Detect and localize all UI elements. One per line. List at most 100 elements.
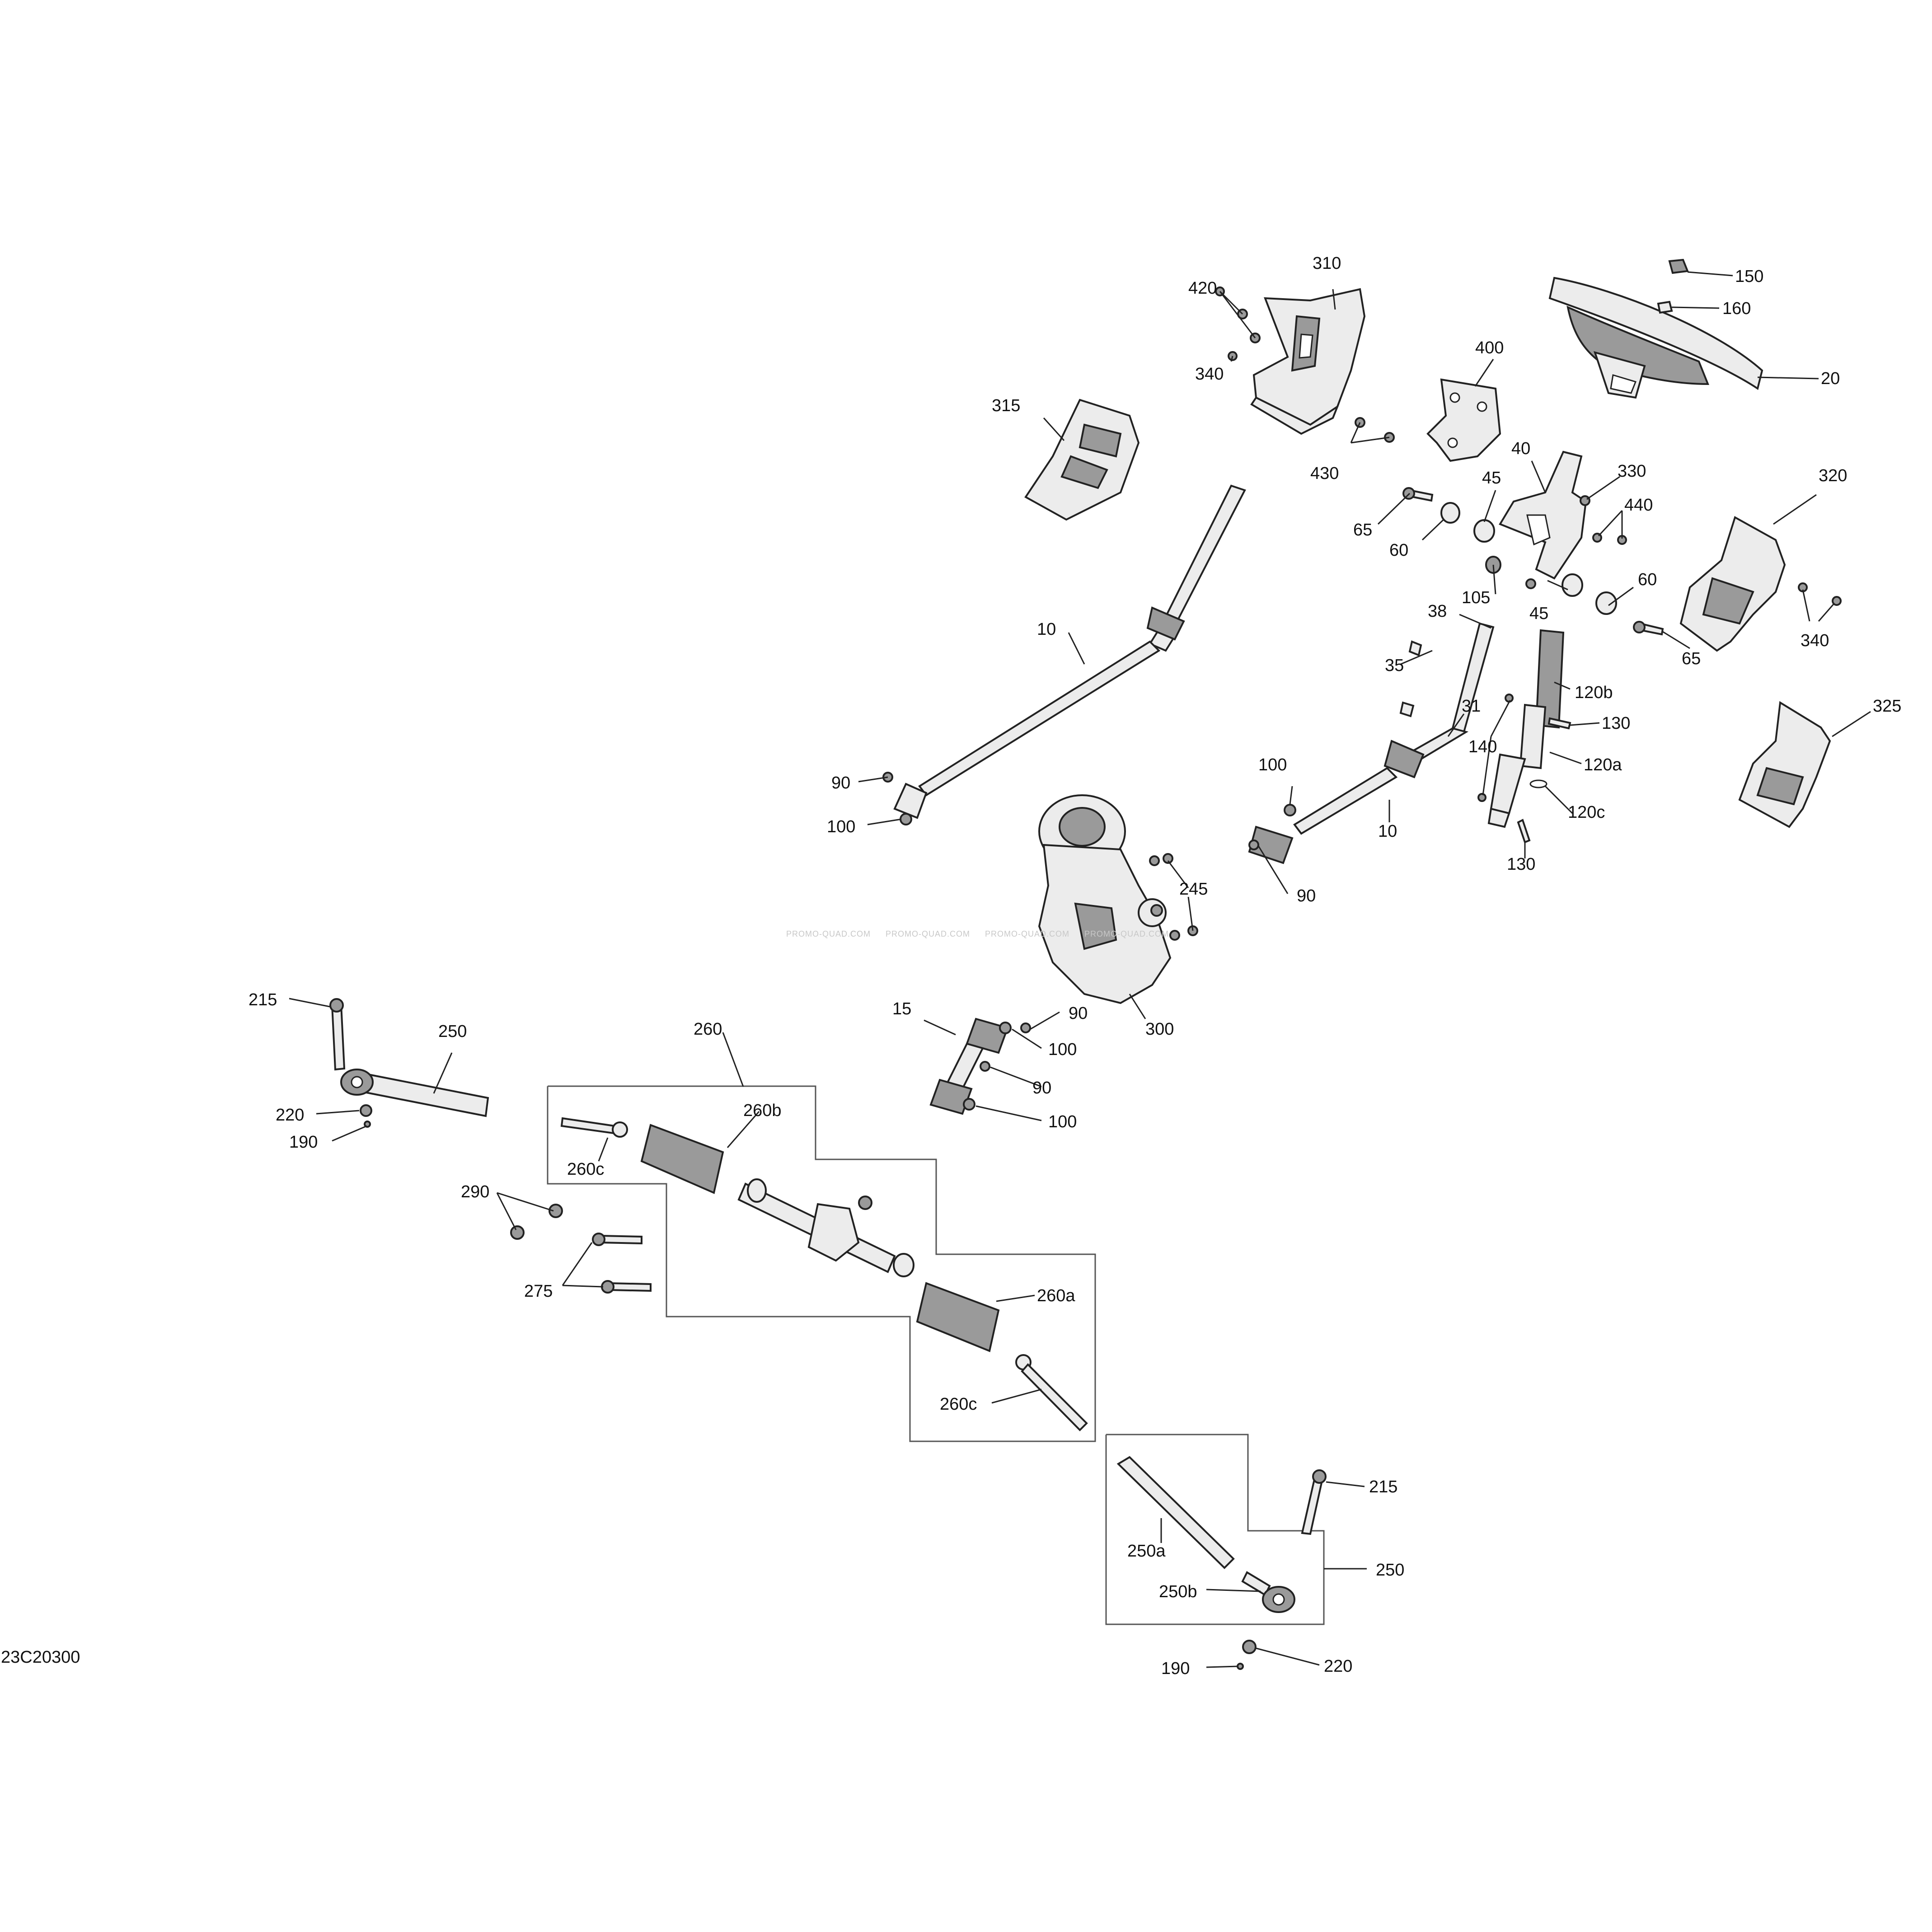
tie-rod-end-260c-lower xyxy=(1015,1354,1088,1431)
watermark-text: PROMO-QUAD.COM xyxy=(886,929,970,938)
screws-340-right xyxy=(1798,582,1842,606)
callout-260a: 260a xyxy=(1037,1286,1075,1305)
watermark-text: PROMO-QUAD.COM xyxy=(786,929,871,938)
callout-400: 400 xyxy=(1475,338,1504,357)
callout-90: 90 xyxy=(1069,1004,1088,1023)
screws-440 xyxy=(1592,533,1627,545)
intermediate-shaft xyxy=(929,1018,1009,1115)
callout-120a: 120a xyxy=(1584,755,1622,774)
boot-260b xyxy=(640,1124,724,1194)
callout-260c: 260c xyxy=(567,1160,604,1179)
callout-130: 130 xyxy=(1602,714,1630,733)
callout-100: 100 xyxy=(1258,755,1287,774)
callout-260: 260 xyxy=(694,1020,722,1039)
callout-60: 60 xyxy=(1638,570,1657,589)
callout-65: 65 xyxy=(1682,649,1701,668)
column-bracket xyxy=(1426,378,1501,462)
group-box-260 xyxy=(547,1085,1096,1442)
steering-shaft-middle xyxy=(1248,622,1495,864)
callout-245: 245 xyxy=(1179,880,1208,899)
screws-420 xyxy=(1215,286,1261,361)
callout-100: 100 xyxy=(827,817,855,836)
callout-130: 130 xyxy=(1507,855,1535,874)
upper-column-cover xyxy=(1250,288,1366,435)
callout-315: 315 xyxy=(992,396,1020,415)
clip-330 xyxy=(1580,495,1590,506)
callout-60: 60 xyxy=(1389,541,1408,560)
callout-15: 15 xyxy=(892,999,911,1018)
callout-20: 20 xyxy=(1821,369,1840,388)
callout-440: 440 xyxy=(1624,496,1653,515)
callout-300: 300 xyxy=(1145,1020,1174,1039)
leader-lines xyxy=(289,271,1871,1668)
callout-120c: 120c xyxy=(1568,803,1605,822)
group-box-250 xyxy=(1105,1434,1325,1625)
callout-35: 35 xyxy=(1385,656,1404,675)
watermark-text: PROMO-QUAD.COM xyxy=(985,929,1069,938)
callout-190: 190 xyxy=(289,1133,318,1152)
horn-button xyxy=(1668,258,1689,274)
side-cover-325 xyxy=(1738,701,1831,828)
callout-250a: 250a xyxy=(1127,1542,1166,1561)
callout-215: 215 xyxy=(249,990,277,1009)
callout-420: 420 xyxy=(1188,279,1217,298)
callout-340: 340 xyxy=(1801,631,1829,650)
callout-250: 250 xyxy=(438,1022,467,1041)
callout-190: 190 xyxy=(1161,1659,1190,1678)
callout-100: 100 xyxy=(1048,1112,1077,1131)
callout-430: 430 xyxy=(1310,464,1339,483)
callout-120b: 120b xyxy=(1575,683,1613,702)
callout-260b: 260b xyxy=(743,1101,782,1120)
callout-65: 65 xyxy=(1353,521,1372,539)
callout-100: 100 xyxy=(1048,1040,1077,1059)
callout-10: 10 xyxy=(1037,620,1056,639)
callout-31: 31 xyxy=(1462,697,1481,716)
callout-45: 45 xyxy=(1482,469,1501,488)
tilt-support xyxy=(1499,450,1587,580)
callout-140: 140 xyxy=(1468,737,1497,756)
steering-wheel-clip xyxy=(1657,300,1673,314)
callout-325: 325 xyxy=(1873,697,1901,716)
drawing-reference: 23C20300 xyxy=(1,1648,80,1667)
callout-90: 90 xyxy=(1032,1079,1051,1097)
tie-rod-left xyxy=(329,998,489,1128)
callout-340: 340 xyxy=(1195,365,1224,384)
callout-90: 90 xyxy=(831,774,850,792)
watermarks: PROMO-QUAD.COM PROMO-QUAD.COM PROMO-QUAD… xyxy=(786,929,1169,938)
nuts-430 xyxy=(1355,417,1395,443)
callout-10: 10 xyxy=(1378,822,1397,841)
callout-150: 150 xyxy=(1735,267,1763,286)
callout-215: 215 xyxy=(1369,1477,1397,1496)
tie-rod-end-260c-upper xyxy=(560,1117,628,1138)
callout-220: 220 xyxy=(276,1106,304,1125)
callouts: 150 160 20 310 420 340 400 315 430 40 45… xyxy=(249,254,1901,1678)
bolts-245 xyxy=(1149,853,1198,941)
bolts-275 xyxy=(592,1233,652,1294)
tilt-shock xyxy=(1477,629,1571,844)
boot-260a xyxy=(916,1282,1000,1352)
callout-250: 250 xyxy=(1376,1561,1404,1580)
callout-250b: 250b xyxy=(1159,1582,1197,1601)
lower-column-cover xyxy=(1024,399,1140,521)
callout-310: 310 xyxy=(1313,254,1341,273)
callout-160: 160 xyxy=(1722,299,1751,318)
steering-shaft-upper xyxy=(893,484,1246,819)
callout-320: 320 xyxy=(1819,466,1847,485)
callout-220: 220 xyxy=(1324,1657,1352,1676)
callout-290: 290 xyxy=(461,1182,489,1201)
nuts-290 xyxy=(510,1204,563,1240)
steering-wheel xyxy=(1548,277,1763,399)
side-cover-320 xyxy=(1679,516,1786,652)
callout-260c: 260c xyxy=(940,1395,977,1414)
steering-rack xyxy=(737,1178,914,1277)
tie-rod-right xyxy=(1116,1456,1327,1670)
callout-275: 275 xyxy=(524,1282,553,1301)
callout-105: 105 xyxy=(1462,588,1490,607)
power-steering-unit xyxy=(1038,794,1172,1004)
callout-45: 45 xyxy=(1529,604,1548,623)
watermark-text: PROMO-QUAD.COM xyxy=(1084,929,1169,938)
callout-330: 330 xyxy=(1618,462,1646,481)
callout-90: 90 xyxy=(1297,886,1316,905)
callout-40: 40 xyxy=(1511,439,1530,458)
